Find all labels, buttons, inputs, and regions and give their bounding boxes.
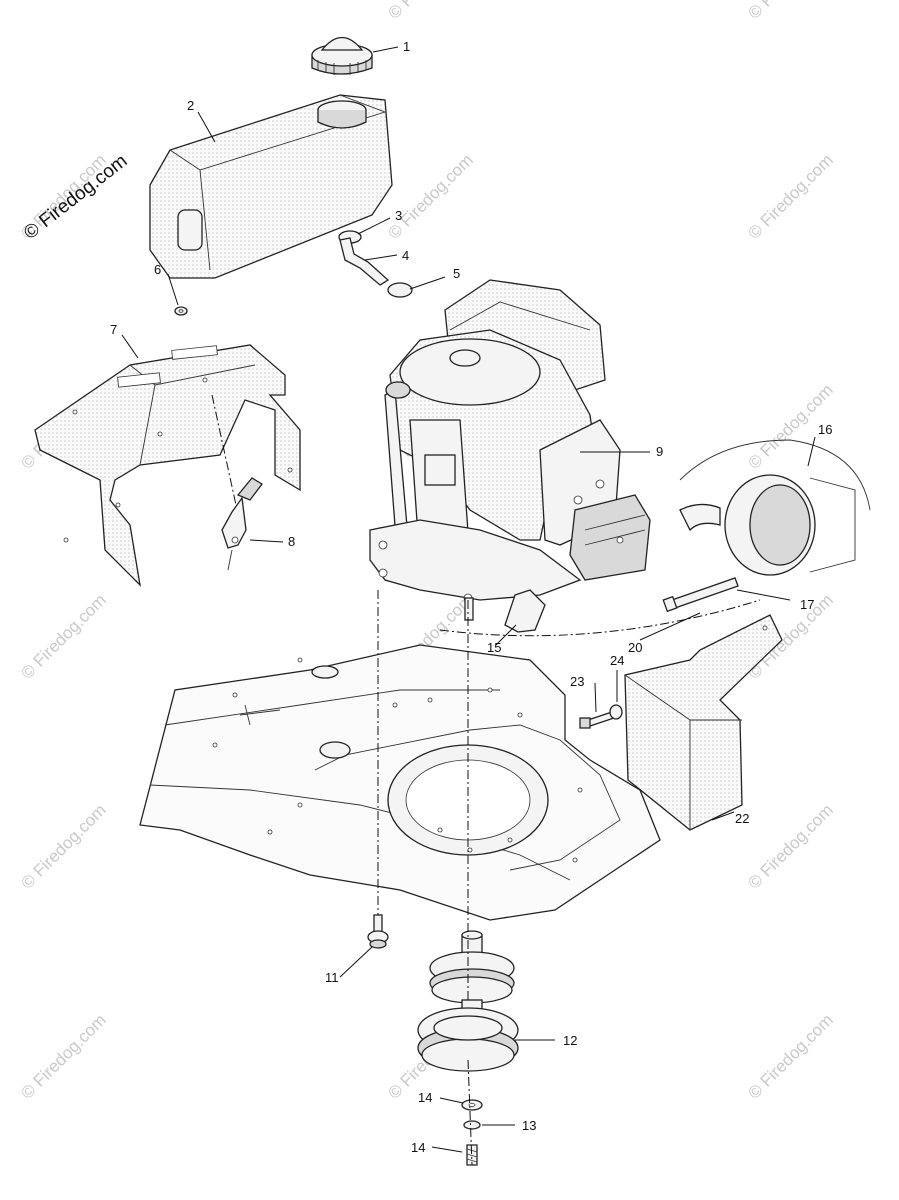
watermark-text: © Firedog.com <box>17 800 109 892</box>
callout-21: 20 <box>628 640 642 655</box>
watermark-text: © Firedog.com <box>744 800 836 892</box>
callout-22: 22 <box>735 811 749 826</box>
brand-watermark: © Firedog.com <box>20 151 131 244</box>
callout-16: 15 <box>487 640 501 655</box>
muffler-bolt <box>662 577 739 613</box>
leader-lines <box>121 46 816 1153</box>
callout-3: 3 <box>395 208 402 223</box>
watermark-text: © Firedog.com <box>17 1010 109 1102</box>
exhaust-gasket <box>504 589 546 633</box>
watermark-text: © Firedog.com <box>384 0 476 23</box>
frame-deck <box>139 644 661 921</box>
callout-7: 7 <box>110 322 117 337</box>
fuel-tank <box>149 94 393 279</box>
fuel-cap <box>311 36 373 75</box>
shield-bolt <box>579 704 623 729</box>
muffler-detail <box>439 439 871 637</box>
callout-2: 2 <box>187 98 194 113</box>
watermark-text: © Firedog.com <box>384 150 476 242</box>
callout-24: 24 <box>610 653 624 668</box>
callout-20: 17 <box>800 597 814 612</box>
watermark-text: © Firedog.com <box>744 150 836 242</box>
dash-panel <box>34 344 301 587</box>
callout-5: 5 <box>453 266 460 281</box>
throttle-control <box>221 477 263 571</box>
engine <box>369 279 651 621</box>
pulley-hardware <box>461 1099 483 1166</box>
fuel-line-assembly <box>338 230 413 298</box>
callout-14: 14 <box>411 1140 425 1155</box>
heat-shield <box>624 614 783 831</box>
callout-6: 6 <box>154 262 161 277</box>
callout-4: 4 <box>402 248 409 263</box>
watermark-text: © Firedog.com <box>744 0 836 23</box>
callouts: 1 2 3 4 5 6 7 8 9 16 17 20 15 24 23 22 1… <box>110 39 832 1155</box>
callout-12: 12 <box>563 1033 577 1048</box>
callout-23: 23 <box>570 674 584 689</box>
callout-11: 11 <box>325 970 339 985</box>
callout-13: 13 <box>522 1118 536 1133</box>
watermark-text: © Firedog.com <box>17 590 109 682</box>
callout-8: 8 <box>288 534 295 549</box>
callout-17: 16 <box>818 422 832 437</box>
watermark-text: © Firedog.com <box>744 1010 836 1102</box>
alignment-lines <box>211 394 473 1166</box>
frame-bolt <box>367 914 389 949</box>
pulley-assembly <box>417 930 519 1072</box>
callout-9: 9 <box>656 444 663 459</box>
callout-1: 1 <box>403 39 410 54</box>
callout-15: 14 <box>418 1090 432 1105</box>
grommet <box>174 306 188 316</box>
